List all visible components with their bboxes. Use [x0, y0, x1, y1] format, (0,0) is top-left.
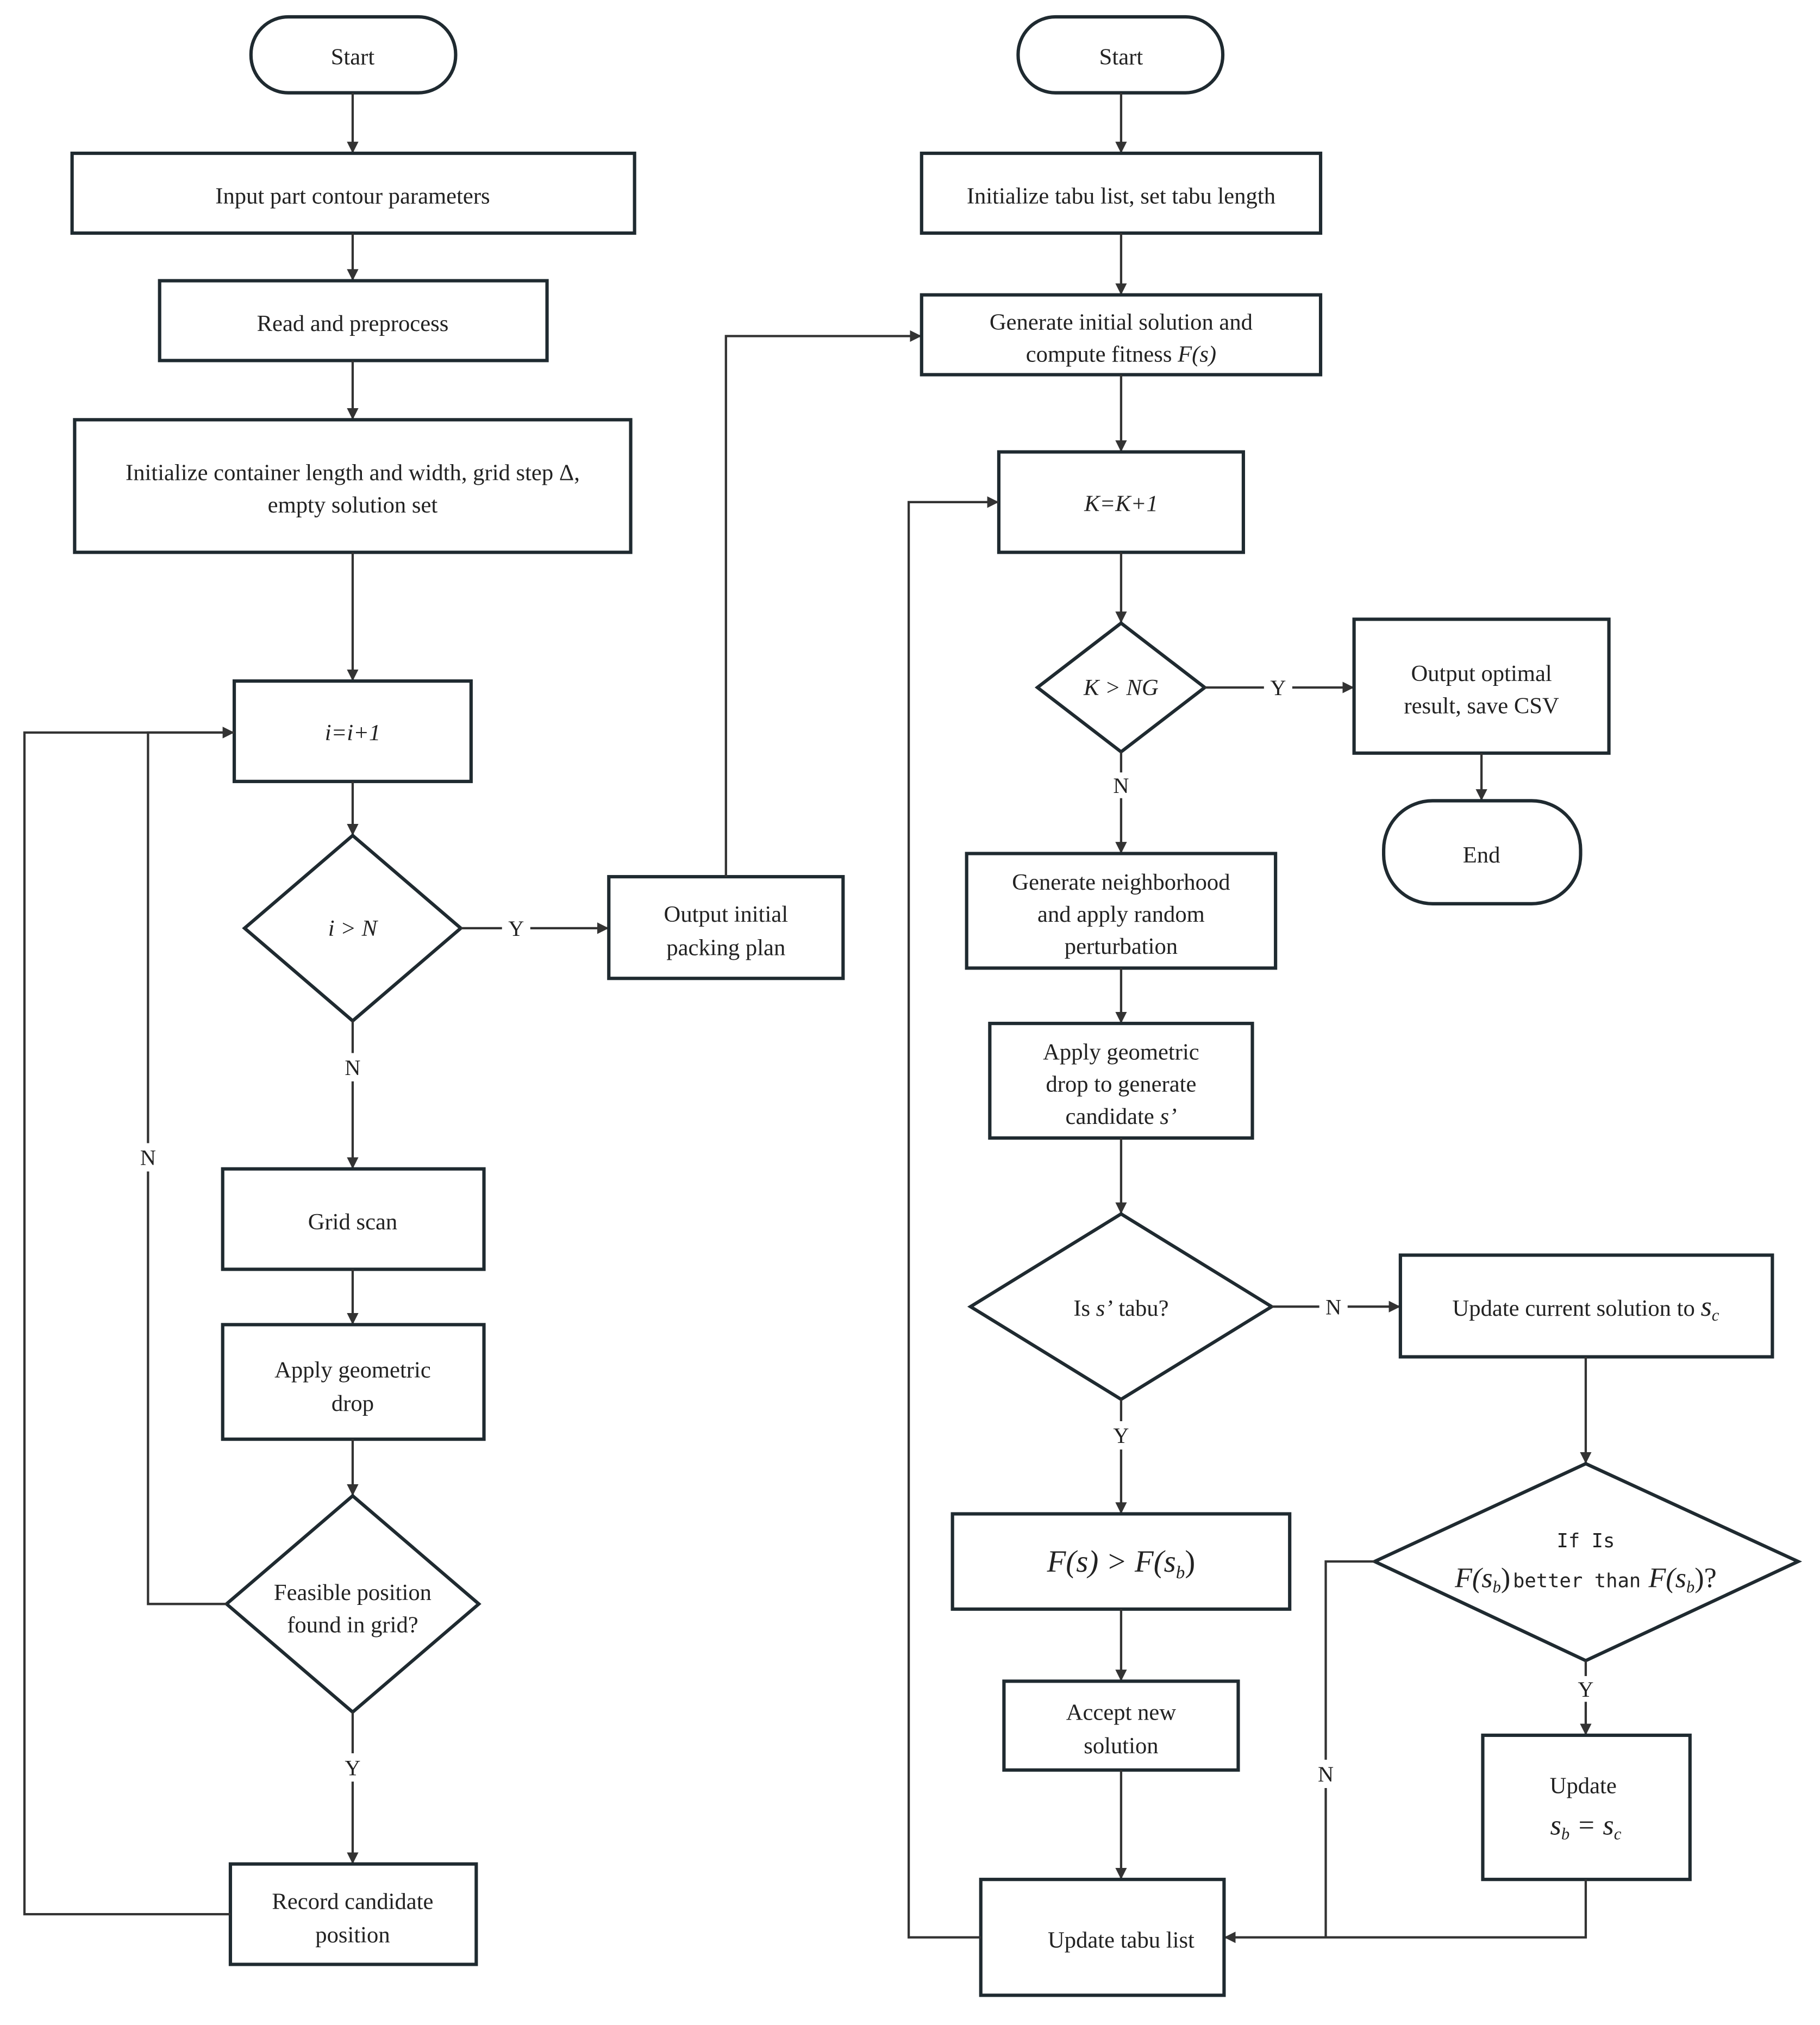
left-flow: Start Input part contour parameters Read… — [23, 15, 922, 1966]
gen-neighborhood-line1: Generate neighborhood — [1012, 870, 1230, 895]
input-params-box — [70, 151, 636, 235]
gen-initial-box — [920, 293, 1323, 377]
output-initial-line2: packing plan — [666, 935, 785, 961]
update-tabu-label: Update tabu list — [1048, 1928, 1194, 1953]
if-better-decision — [1371, 1461, 1803, 1662]
compare-fitness-box — [950, 1512, 1292, 1611]
accept-solution-line2: solution — [1084, 1733, 1158, 1759]
record-candidate-line2: position — [315, 1922, 390, 1948]
no-label: N — [345, 1055, 360, 1080]
gen-initial-line1: Generate initial solution and — [990, 310, 1253, 335]
update-tabu-box — [979, 1878, 1226, 1997]
i-increment-label: i=i+1 — [325, 720, 381, 746]
apply-drop-candidate-line1: Apply geometric — [1043, 1039, 1199, 1065]
no-label: N — [1113, 773, 1129, 798]
no-label: N — [1318, 1762, 1334, 1786]
compare-fitness-label: F(s) > F(sb) — [1047, 1545, 1196, 1583]
grid-scan-box — [221, 1167, 486, 1271]
apply-drop-candidate-line3: candidate s’ — [1066, 1104, 1177, 1129]
feasible-line2: found in grid? — [287, 1612, 418, 1638]
end-label: End — [1463, 842, 1500, 868]
end-terminal — [1382, 799, 1583, 905]
gen-initial-line2: compute fitness F(s) — [1026, 342, 1216, 367]
k-increment-box — [997, 450, 1246, 554]
input-params-label: Input part contour parameters — [215, 183, 490, 209]
grid-scan-label: Grid scan — [308, 1209, 398, 1235]
no-label: N — [140, 1146, 156, 1170]
output-optimal-line1: Output optimal — [1411, 661, 1552, 686]
i-gt-N-label: i > N — [328, 916, 379, 941]
output-initial-line1: Output initial — [664, 902, 789, 927]
right-flow: Start Initialize tabu list, set tabu len… — [907, 15, 1803, 1997]
init-container-box — [73, 418, 633, 554]
gen-neighborhood-line3: perturbation — [1065, 934, 1178, 959]
is-tabu-label: Is s’ tabu? — [1073, 1296, 1168, 1321]
k-gt-NG-label: K > NG — [1083, 675, 1159, 701]
arrow-loop-back — [907, 496, 999, 1939]
arrow-no-better — [1324, 1560, 1375, 1938]
i-increment-box — [232, 679, 473, 783]
arrow-to-update-tabu — [1224, 1879, 1587, 1943]
read-preprocess-label: Read and preprocess — [257, 311, 449, 336]
if-better-line1: If Is — [1556, 1530, 1615, 1552]
output-initial-box — [607, 875, 845, 980]
accept-solution-line1: Accept new — [1066, 1699, 1177, 1725]
init-tabu-label: Initialize tabu list, set tabu length — [967, 183, 1275, 209]
yes-label: Y — [1270, 676, 1286, 700]
no-label: N — [1325, 1295, 1341, 1319]
init-tabu-box — [920, 151, 1323, 235]
output-optimal-box — [1352, 617, 1611, 755]
yes-label: Y — [1113, 1423, 1129, 1448]
right-start-label: Start — [1099, 45, 1143, 70]
output-optimal-line2: result, save CSV — [1404, 693, 1559, 718]
arrow-loop-back — [23, 727, 235, 1916]
init-container-line2: empty solution set — [268, 492, 438, 518]
apply-drop-candidate-line2: drop to generate — [1046, 1072, 1196, 1097]
apply-drop-box — [221, 1323, 486, 1441]
update-current-label: Update current solution to sc — [1453, 1291, 1719, 1324]
accept-solution-box — [1002, 1679, 1240, 1772]
yes-label: Y — [508, 916, 524, 941]
yes-label: Y — [1578, 1677, 1593, 1702]
init-container-line1: Initialize container length and width, g… — [126, 460, 580, 486]
k-increment-label: K=K+1 — [1084, 491, 1158, 516]
feasible-line1: Feasible position — [274, 1580, 431, 1605]
apply-drop-line1: Apply geometric — [274, 1357, 431, 1383]
update-sb-line2: sb = sc — [1550, 1810, 1622, 1843]
update-current-box — [1398, 1253, 1774, 1359]
arrow-to-right-flow — [724, 330, 922, 877]
update-sb-line1: Update — [1550, 1773, 1617, 1798]
record-candidate-line1: Record candidate — [272, 1889, 433, 1915]
apply-drop-line2: drop — [332, 1391, 374, 1416]
apply-drop-candidate-box — [988, 1022, 1254, 1140]
update-sb-box — [1481, 1733, 1692, 1882]
yes-label: Y — [345, 1755, 360, 1780]
left-start-label: Start — [331, 45, 375, 70]
gen-neighborhood-line2: and apply random — [1037, 902, 1205, 927]
